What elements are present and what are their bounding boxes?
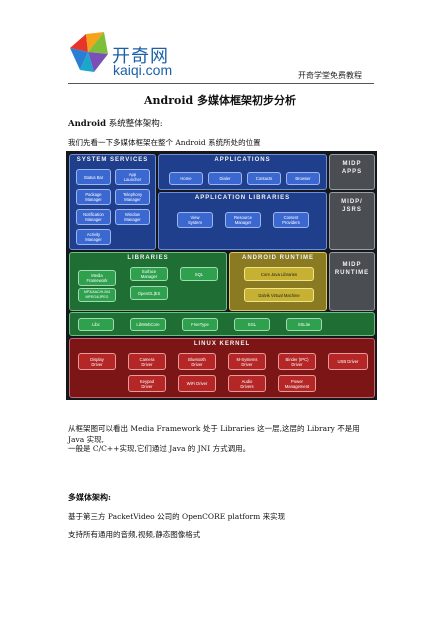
wifi-driver-box: WiFi Driver	[178, 375, 216, 392]
m-systems-driver-box: M-Systems Driver	[228, 353, 266, 370]
heading-android: Android	[68, 119, 107, 129]
libc-box: Libc	[78, 318, 114, 331]
audio-drivers-box: Audio Drivers	[228, 375, 266, 392]
camera-driver-box: Camera Driver	[128, 353, 166, 370]
bluetooth-driver-box: Bluetooth Driver	[178, 353, 216, 370]
sgl-box: SGL	[234, 318, 270, 331]
dialer-box: Dialer	[208, 172, 242, 185]
codecs-box: MP3/AAC/H.264 MPEG4/JPEG	[78, 288, 116, 302]
sslite-box: SSLite	[286, 318, 322, 331]
resource-manager-box: Resource Manager	[225, 212, 261, 228]
freetype-box: FreeType	[182, 318, 218, 331]
binder-driver-box: Binder (IPC) Driver	[278, 353, 316, 370]
android-runtime-title: Android Runtime	[242, 255, 314, 261]
view-system-box: View System	[177, 212, 213, 228]
opencore-paragraph: 基于第三方 PacketVideo 公司的 OpenCORE platform …	[68, 512, 286, 521]
midp-apps-title: MIDP Apps	[341, 161, 363, 175]
window-manager-box: Window Manager	[115, 209, 150, 225]
section-heading-multimedia: 多媒体架构:	[68, 492, 111, 502]
surface-manager-box: Surface Manager	[130, 267, 168, 281]
media-framework-paragraph: 从框架图可以看出 Media Framework 处于 Libraries 这一…	[68, 424, 360, 444]
midp-runtime-title: MIDP Runtime	[334, 262, 370, 276]
header-divider	[68, 83, 374, 84]
logo-url: kaiqi.com	[113, 62, 173, 78]
home-box: Home	[169, 172, 203, 185]
linux-kernel-panel: Linux Kernel Display Driver Camera Drive…	[69, 338, 375, 398]
media-framework-box: Media Framework	[78, 270, 116, 286]
keypad-driver-box: Keypad Driver	[128, 375, 166, 392]
kaiqi-logo-icon	[70, 32, 108, 72]
contacts-box: Contacts	[247, 172, 281, 185]
system-services-title: System Services	[76, 157, 149, 163]
midp-jsrs-title: MIDP/ JSRs	[341, 199, 363, 213]
linux-kernel-title: Linux Kernel	[193, 341, 251, 347]
android-runtime-panel: Android Runtime Core Java Libraries Dalv…	[229, 252, 327, 311]
notification-manager-box: Notification Manager	[76, 209, 111, 225]
jni-paragraph: 一般是 C/C++实现,它们通过 Java 的 JNI 方式调用。	[68, 444, 251, 453]
formats-paragraph: 支持所有通用的音频,视频,静态图像格式	[68, 530, 201, 539]
content-providers-box: Content Providers	[273, 212, 309, 228]
dalvik-vm-box: Dalvik Virtual Machine	[244, 288, 314, 302]
libraries-title: Libraries	[127, 255, 169, 261]
heading-rest: 系统整体架构:	[106, 119, 163, 129]
application-libraries-panel: Application Libraries View System Resour…	[158, 192, 327, 250]
header-tagline: 开奇学堂免费教程	[298, 71, 362, 80]
document-title: Android 多媒体框架初步分析	[143, 94, 297, 107]
telephony-manager-box: Telephony Manager	[115, 189, 150, 205]
section-heading-architecture: Android 系统整体架构:	[68, 117, 163, 129]
sql-box: SQL	[180, 267, 218, 281]
intro-paragraph: 我们先看一下多媒体框架在整个 Android 系统所处的位置	[68, 138, 261, 147]
browser-box: Browser	[286, 172, 320, 185]
applications-panel: Applications Home Dialer Contacts Browse…	[158, 154, 327, 190]
libraries-row2-panel: Libc LibWebCore FreeType SGL SSLite	[69, 312, 375, 336]
app-launcher-box: App Launcher	[115, 169, 150, 185]
power-management-box: Power Management	[278, 375, 316, 392]
core-java-libraries-box: Core Java Libraries	[244, 267, 314, 281]
midp-runtime-panel: MIDP Runtime	[329, 252, 375, 311]
libwebcore-box: LibWebCore	[130, 318, 166, 331]
midp-apps-panel: MIDP Apps	[329, 154, 375, 190]
application-libraries-title: Application Libraries	[194, 195, 291, 201]
package-manager-box: Package Manager	[76, 189, 111, 205]
activity-manager-box: Activity Manager	[76, 229, 111, 245]
applications-title: Applications	[214, 157, 271, 163]
display-driver-box: Display Driver	[78, 353, 116, 370]
usb-driver-box: USB Driver	[328, 353, 368, 370]
logo-name: 开奇网	[112, 46, 169, 66]
system-services-panel: System Services Status Bar App Launcher …	[69, 154, 156, 250]
android-architecture-diagram: System Services Status Bar App Launcher …	[66, 151, 377, 400]
status-bar-box: Status Bar	[76, 169, 111, 185]
opengl-box: OpenGL|ES	[130, 286, 168, 300]
midp-jsrs-panel: MIDP/ JSRs	[329, 192, 375, 250]
libraries-panel: Libraries Media Framework Surface Manage…	[69, 252, 227, 311]
